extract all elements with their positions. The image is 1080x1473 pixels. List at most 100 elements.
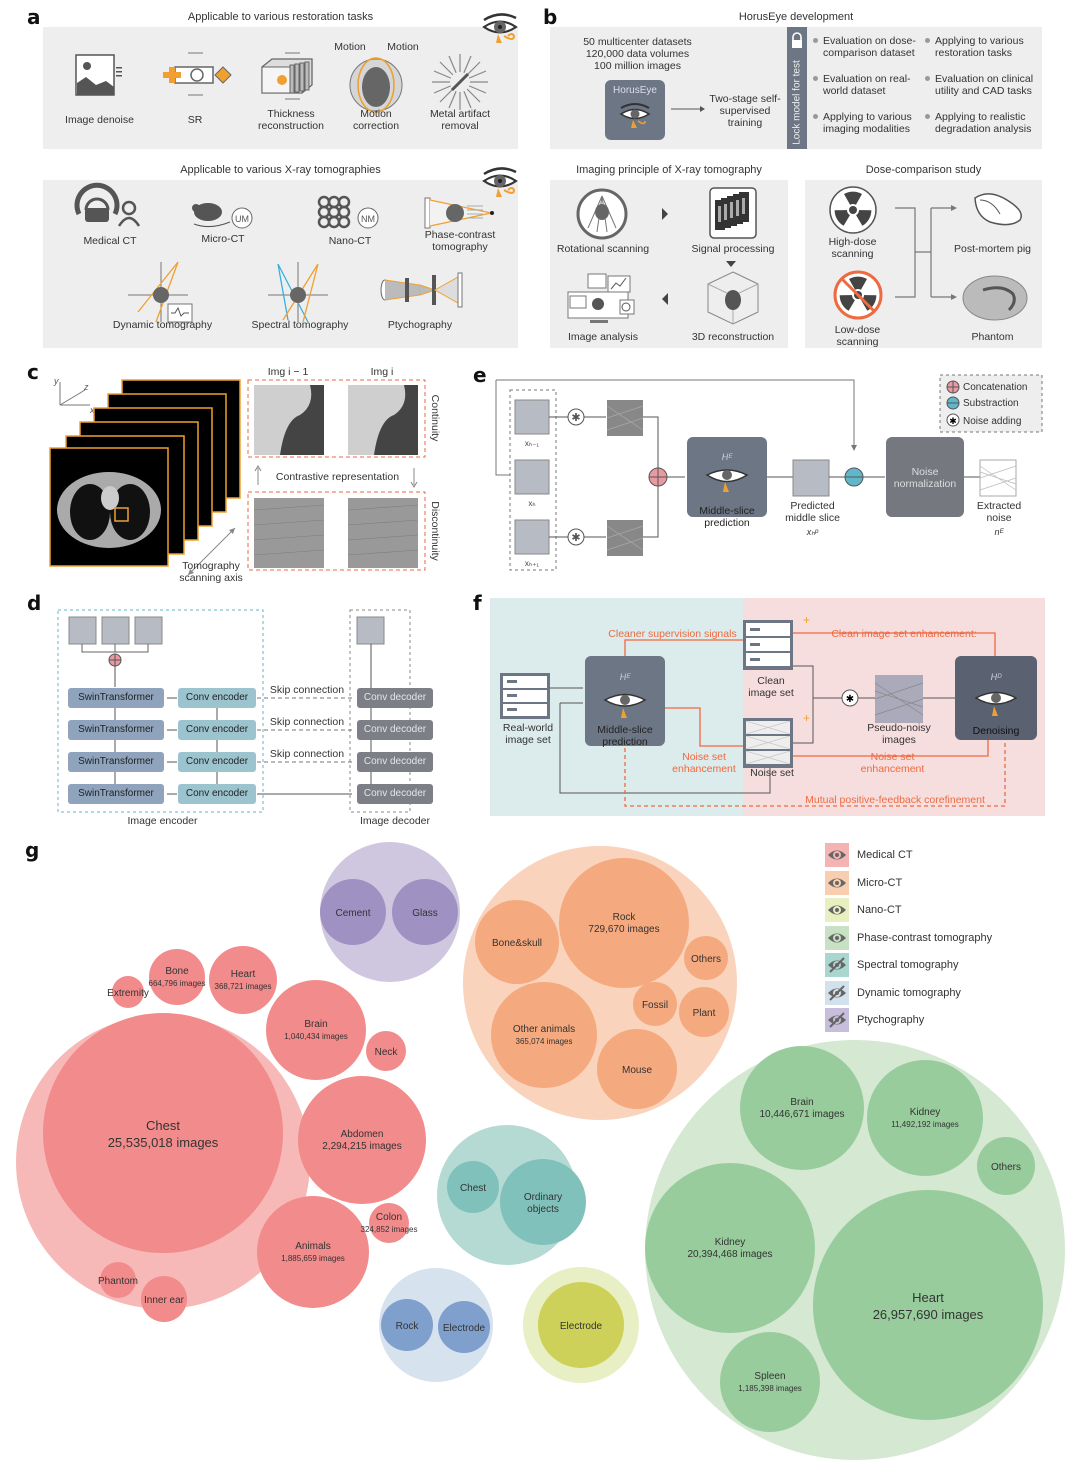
spectral-tomography-icon	[268, 262, 328, 323]
eval-item: Evaluation on real-world dataset	[813, 73, 923, 97]
corefinement-diagram: Hᴱ + + Hᴰ ✱	[500, 613, 1037, 807]
conv-encoder-1: Conv encoder	[178, 688, 256, 708]
noise-add-icon	[567, 408, 585, 426]
legend-noise-adding: Noise adding	[963, 416, 1021, 427]
ct-slice-image	[57, 472, 161, 548]
input-mid	[514, 459, 550, 495]
dose-high: High-dose scanning	[828, 236, 877, 260]
bubble-value: 664,796 images	[149, 979, 206, 988]
noise-set-icon	[743, 718, 793, 768]
legend-item: Medical CT	[825, 843, 913, 867]
motion-label-1: Motion	[334, 41, 366, 53]
extracted-label: Extracted noise	[976, 500, 1022, 524]
dose-icons	[829, 186, 1028, 321]
bubble-label: Chest	[146, 1118, 180, 1133]
bubble-label: Kidney	[910, 1107, 941, 1118]
signal-processing-icon	[709, 187, 757, 239]
decoder-frame	[349, 609, 411, 813]
bubble-label: Others	[691, 954, 721, 965]
restoration-title: Applicable to various restoration tasks	[187, 11, 374, 23]
inner-bubble	[298, 1076, 426, 1204]
image-decoder-label: Image decoder	[359, 815, 431, 827]
middle-slice-label-f: Middle-slice prediction	[597, 724, 653, 748]
bubble-label: Cement	[335, 908, 370, 919]
inner-bubble	[538, 1282, 624, 1368]
stat-datasets: 50 multicenter datasets	[583, 36, 692, 48]
output-slice	[356, 616, 385, 645]
inner-bubble	[597, 1029, 677, 1109]
inner-bubble	[813, 1190, 1043, 1420]
bubble-value: 10,446,671 images	[759, 1109, 844, 1120]
inner-bubble	[149, 949, 205, 1005]
bubble-value: 2,294,215 images	[322, 1141, 402, 1152]
imaging-title: Imaging principle of X-ray tomography	[576, 164, 762, 176]
eye-slash-icon	[825, 1008, 849, 1032]
legend-label: Medical CT	[857, 849, 913, 861]
bubble-label: Mouse	[622, 1065, 652, 1076]
pig-icon	[974, 193, 1022, 226]
bubble-label: Animals	[295, 1241, 331, 1252]
low-dose-radiation-icon	[833, 270, 883, 320]
label-x-next: xₕ₊₁	[525, 559, 539, 568]
pseudo-noisy-label: Pseudo-noisy images	[867, 722, 931, 746]
model-tag-e: Hᴱ	[722, 452, 733, 462]
legend-concatenation: Concatenation	[963, 382, 1028, 393]
horus-eye-icon	[482, 13, 518, 43]
legend-item: Ptychography	[825, 1008, 924, 1032]
legend-item: Phase-contrast tomography	[825, 925, 992, 950]
bubble-label: Fossil	[642, 1000, 668, 1011]
bubble-value: 1,885,659 images	[281, 1254, 345, 1263]
inner-bubble	[740, 1046, 864, 1170]
img-prev-noise	[254, 498, 324, 568]
lock-bar: Lock model for test	[787, 27, 807, 149]
bubble-label: Bone	[165, 966, 189, 977]
inner-bubble	[369, 1203, 409, 1243]
dose-bracket	[895, 207, 953, 298]
predicted-label: Predicted middle slice	[785, 500, 840, 524]
tomo-ptychography: Ptychography	[387, 319, 453, 331]
svg-text:✱: ✱	[949, 416, 957, 426]
bubble-value: 26,957,690 images	[873, 1307, 984, 1322]
panel-label-g: g	[25, 838, 40, 862]
clean-plus: +	[803, 613, 810, 627]
inner-bubble	[500, 1159, 586, 1245]
rotational-scanning-icon	[576, 188, 628, 240]
dynamic-tomography-icon	[128, 261, 193, 323]
bubble-value: 25,535,018 images	[108, 1135, 219, 1150]
predicted-symbol: xₕᵖ	[806, 527, 819, 537]
restoration-icons: Motion Motion	[75, 41, 488, 113]
task-sr: SR	[187, 114, 203, 126]
inner-bubble	[209, 946, 277, 1014]
conv-decoder-4: Conv decoder	[357, 784, 433, 804]
inner-bubble	[392, 879, 458, 945]
legend-subtraction: Substraction	[963, 398, 1019, 409]
inner-bubble	[381, 1299, 433, 1351]
bubble-label: Spleen	[754, 1371, 785, 1382]
bubble-value: 729,670 images	[588, 924, 659, 935]
imaging-icons	[567, 187, 759, 325]
inner-bubble	[475, 900, 559, 984]
inner-bubble	[679, 987, 729, 1037]
clean-set-label: Clean image set	[748, 675, 794, 699]
ptychography-icon	[380, 272, 463, 308]
tomo-micro-ct: Micro-CT	[201, 233, 245, 245]
tomo-phase-contrast: Phase-contrast tomography	[424, 229, 496, 253]
noise-normalization-box	[886, 437, 964, 517]
task-thickness-reconstruction: Thickness reconstruction	[258, 108, 324, 132]
step-rotational-scanning: Rotational scanning	[556, 243, 650, 255]
model-e-tag: Hᴱ	[620, 672, 631, 682]
training-label: Two-stage self-supervised training	[709, 93, 781, 129]
legend-item: Dynamic tomography	[825, 980, 961, 1005]
conv-decoder-2: Conv decoder	[357, 720, 433, 740]
nano-ct-icon: NM	[317, 195, 379, 229]
inner-bubble	[633, 982, 677, 1026]
3d-reconstruction-icon	[707, 271, 759, 325]
outer-bubble	[320, 842, 460, 982]
tomography-title: Applicable to various X-ray tomographies	[180, 164, 381, 176]
arrow-training	[671, 106, 705, 112]
conv-decoder-1: Conv decoder	[357, 688, 433, 708]
